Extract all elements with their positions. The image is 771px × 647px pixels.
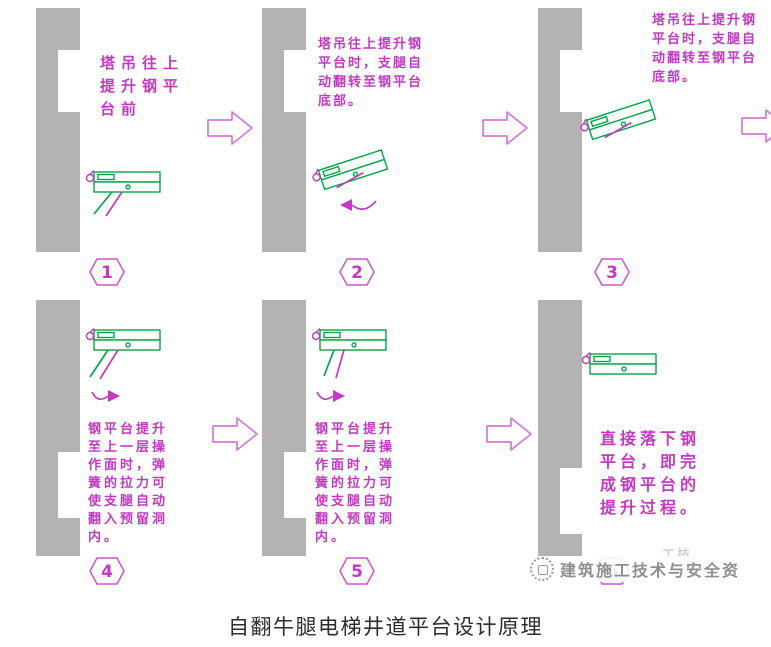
platform-panel-6 <box>581 351 657 375</box>
number-badge-2: 2 <box>339 258 375 286</box>
step-arrow-4-5 <box>212 417 258 451</box>
platform-panel-2 <box>310 147 389 193</box>
wall-panel-3 <box>538 8 582 252</box>
platform-panel-3 <box>578 97 657 143</box>
platform-panel-5 <box>311 327 387 379</box>
watermark: 建筑施工技术与安全资 <box>528 556 743 582</box>
wall-panel-5 <box>262 300 306 556</box>
panel-3-note: 塔吊往上提升钢 平台时，支腿自 动翻转至钢平台 底部。 <box>652 12 758 84</box>
panel-number-4: 4 <box>101 562 113 582</box>
watermark-logo-icon <box>530 557 554 581</box>
number-badge-3: 3 <box>594 258 630 286</box>
wall-panel-2 <box>262 8 306 252</box>
step-arrow-1-2 <box>207 111 253 145</box>
flip-arrow-panel-2 <box>340 199 377 211</box>
step-arrow-5-6 <box>486 417 532 451</box>
wall-panel-6 <box>538 300 582 556</box>
panel-5-note: 钢平台提升 至上一层操 作面时，弹 簧的拉力可 使支腿自动 翻入预留洞 内。 <box>315 421 396 544</box>
panel-number-5: 5 <box>351 562 363 582</box>
panel-number-3: 3 <box>606 263 618 283</box>
platform-panel-4 <box>85 327 161 380</box>
watermark-text: 建筑施工技术与安全资 <box>560 563 741 580</box>
number-badge-5: 5 <box>339 557 375 585</box>
panel-number-2: 2 <box>351 263 363 283</box>
flip-arrow-panel-5 <box>316 390 345 402</box>
panel-6-note: 直接落下钢 平台，即完 成钢平台的 提升过程。 <box>600 431 701 517</box>
panel-4-note: 钢平台提升 至上一层操 作面时，弹 簧的拉力可 使支腿自动 翻入预留洞 内。 <box>88 421 169 544</box>
step-arrow-3-edge <box>741 109 771 143</box>
panel-number-1: 1 <box>101 263 113 283</box>
wall-panel-4 <box>36 300 80 556</box>
number-badge-4: 4 <box>89 557 125 585</box>
step-arrow-2-3 <box>482 111 528 145</box>
caption: 自翻牛腿电梯井道平台设计原理 <box>228 616 543 639</box>
flip-arrow-panel-4 <box>91 390 120 402</box>
wall-panel-1 <box>36 8 80 252</box>
platform-panel-1 <box>85 169 161 217</box>
panel-1-note: 塔吊往上 提升钢平 台前 <box>100 55 185 118</box>
panel-2-note: 塔吊往上提升钢 平台时，支腿自 动翻转至钢平台 底部。 <box>318 36 424 108</box>
number-badge-1: 1 <box>89 258 125 286</box>
